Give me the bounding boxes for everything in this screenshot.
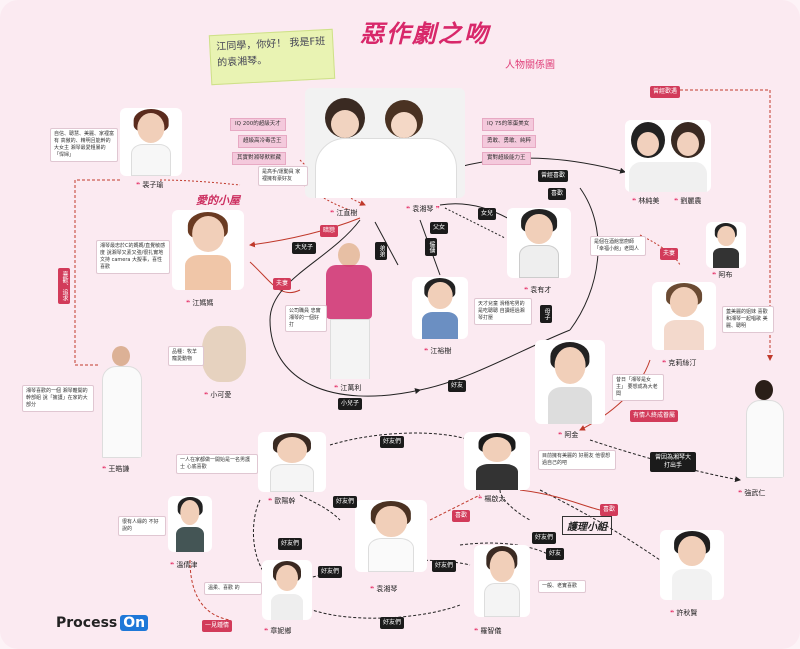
tag-friends-4: 好友們 xyxy=(318,566,343,578)
peiziyu-desc: 自信、聰慧、美麗、家裡富有 高傲的、精明且能幹的大女主 湘琴最愛粗暴的「悍婦」 xyxy=(50,128,118,162)
ajin-desc: 昔日「湘琴是女主」 要想成為大老闆 xyxy=(612,374,664,401)
name-xuqiuxian: ❝ 許秋賢 xyxy=(670,609,698,617)
wangzhengqian-desc: 湘琴喜歡的一個 湘琴離開的幹部組 說「擁護」在家的大部分 xyxy=(22,385,94,412)
tag-once-love: 一見鍾情 xyxy=(202,620,233,632)
name-jiangyushu: ❝ 江裕樹 xyxy=(424,347,452,355)
name-yuanyoucai: ❝ 袁有才 xyxy=(524,286,552,294)
tag-friends-5: 好友們 xyxy=(432,560,457,572)
tag-friends-3: 好友們 xyxy=(278,538,303,550)
couple-note: 是高手/運動員 家裡擁有豪好友 xyxy=(258,166,308,186)
ouyang-desc: 一人在家都做一開始是一名男護士 心底喜歡 xyxy=(176,454,258,474)
tag-fight: 曾因為湘琴大打出手 xyxy=(650,452,696,472)
photo-xuqiuxian xyxy=(660,530,724,600)
photo-yuanyoucai xyxy=(507,208,571,278)
tag-pursuit: 喜歡、追求 xyxy=(58,268,70,304)
name-yangqitai: ❝ 楊啟太 xyxy=(478,495,506,503)
name-keli: ❝ 克莉絲汀 xyxy=(662,359,697,367)
zhishu-trait-2: 超級高冷毒舌王 xyxy=(238,135,287,148)
tag-employer: 僱傭 xyxy=(425,238,437,256)
name-zhangnijing: ❝ 章妮鄉 xyxy=(264,627,292,635)
name-jiangmama: ❝ 江媽媽 xyxy=(186,299,214,307)
name-liuliyun: ❝ 劉麗農 xyxy=(674,197,702,205)
name-jiangzhenli: ❝ 江萬利 xyxy=(334,384,362,392)
tag-father-daughter: 父女 xyxy=(430,222,449,234)
tag-small-son: 小兒子 xyxy=(338,398,363,410)
name-xiaokeai: ❝ 小可愛 xyxy=(204,391,232,399)
jiangzhenli-desc: 公司職員 忠實湘琴的一個好打 xyxy=(285,305,327,332)
xiangqin-trait-1: IQ 75的笨蛋美女 xyxy=(482,118,535,131)
photo-jiangzhenli xyxy=(318,243,380,379)
name-wangzhengqian: ❝ 王皓謙 xyxy=(102,465,130,473)
tag-mother-son: 母子 xyxy=(540,305,552,323)
photo-wangzhengqian xyxy=(98,340,144,458)
photo-ajin xyxy=(535,340,605,424)
zhishu-trait-1: IQ 200的超級天才 xyxy=(230,118,286,131)
tag-old-couple: 曾經歡遇 xyxy=(650,86,681,98)
tag-former-like: 曾經喜歡 xyxy=(538,170,569,182)
label-love-house: 愛的小屋 xyxy=(196,194,240,207)
name-peiziyu: ❝ 裴子瑜 xyxy=(136,181,164,189)
name-yuanxiangqin: ❝ 袁湘琴 ❞ xyxy=(406,205,440,213)
name-wengjianjin: ❝ 溫倩津 xyxy=(170,561,198,569)
photo-xiaokeai xyxy=(200,322,248,384)
name-linchunmei: ❝ 林純美 xyxy=(632,197,660,205)
photo-ouyang xyxy=(258,432,326,492)
photo-qiangwu xyxy=(742,368,786,478)
photo-wengjianjin xyxy=(168,496,212,552)
xiangqin-trait-2: 勇敢、勇敢、純粹 xyxy=(482,135,537,148)
name-jiangzhishu: ❝ 江直樹 xyxy=(330,209,358,217)
photo-xiangqin-nurse xyxy=(355,500,427,572)
couple-photo xyxy=(305,88,465,198)
tag-couple: 夫妻 xyxy=(273,278,292,290)
tag-hate: 暗戀 xyxy=(320,225,339,237)
tag-friend-2: 好友 xyxy=(546,548,565,560)
tag-friends-2: 好友們 xyxy=(333,496,358,508)
tag-friend-ajin: 好友 xyxy=(448,380,467,392)
tag-like: 喜歡 xyxy=(548,188,567,200)
zhangnijing-desc: 溫柔、喜歡 的 xyxy=(204,582,262,595)
keli-desc: 蓋美麗的姐妹 喜歡和湘琴一起唱歌 美麗、聰明 xyxy=(722,306,774,333)
zhishu-trait-3: 其實對湘琴默默藏 xyxy=(232,152,287,165)
photo-keli xyxy=(652,282,716,350)
tag-friends-1: 好友們 xyxy=(380,436,405,448)
tag-big-son: 大兒子 xyxy=(292,242,317,254)
photo-luo xyxy=(474,545,530,617)
photo-ahbu xyxy=(706,222,746,268)
tag-friends-6: 好友們 xyxy=(532,532,557,544)
wengjianjin-desc: 很有人緣的 不好說的 xyxy=(118,516,166,536)
name-xiangqin-nurse: ❝ 袁湘琴 xyxy=(370,585,398,593)
jiangyushu-desc: 天才兒童 滑稽宅男的是吃聰聰 自讀經過湘琴打壓 xyxy=(474,298,532,325)
name-luo: ❝ 羅智儀 xyxy=(474,627,502,635)
tag-brother: 弟弟 xyxy=(375,242,387,260)
luo-desc: 一般、老實喜歡 xyxy=(538,580,586,593)
yangqitai-desc: 目前擁有美麗的 好朋友 他很想過自己的吧 xyxy=(538,450,616,470)
name-qiangwu: ❝ 強武仁 xyxy=(738,489,766,497)
photo-zhangnijing xyxy=(262,560,312,620)
diagram-title: 惡作劇之吻 xyxy=(360,19,490,48)
photo-jiangmama xyxy=(172,210,244,290)
name-ajin: ❝ 阿金 xyxy=(558,431,579,439)
tag-friends-7: 好友們 xyxy=(380,617,405,629)
photo-peiziyu xyxy=(120,108,182,176)
name-ahbu: ❝ 阿布 xyxy=(712,271,733,279)
tag-love-rival: 有情人終成眷屬 xyxy=(630,410,678,422)
xiangqin-trait-3: 實對超級能力王 xyxy=(482,152,531,165)
tag-like-luo: 喜歡 xyxy=(452,510,471,522)
diagram-subtitle: 人物關係圖 xyxy=(505,60,555,71)
yuanyoucai-desc: 是個在酒館當廚師 「幸福小館」老闆人 xyxy=(590,236,646,256)
label-nurse-team: 護理小組 xyxy=(562,516,612,535)
photo-yangqitai xyxy=(464,432,530,490)
tag-girl: 女兒 xyxy=(478,208,497,220)
sticky-note: 江同學，你好！ 我是F班的袁湘琴。 xyxy=(208,28,336,86)
tag-couple-chunmei: 夫妻 xyxy=(660,248,679,260)
photo-jiangyushu xyxy=(412,277,468,339)
name-ouyang: ❝ 歐陽幹 xyxy=(268,497,296,505)
photo-linchunmei-liuliyun xyxy=(625,120,711,192)
xiaokeai-desc: 品種：牧羊 寵愛動物 xyxy=(168,346,204,366)
jiangmama-desc: 湘琴最忠於C的媽媽/直覺敏感度 說湘琴又素又強/很扎實地文持 camera 大擬… xyxy=(96,240,170,274)
tag-like-xu: 喜歡 xyxy=(600,504,619,516)
